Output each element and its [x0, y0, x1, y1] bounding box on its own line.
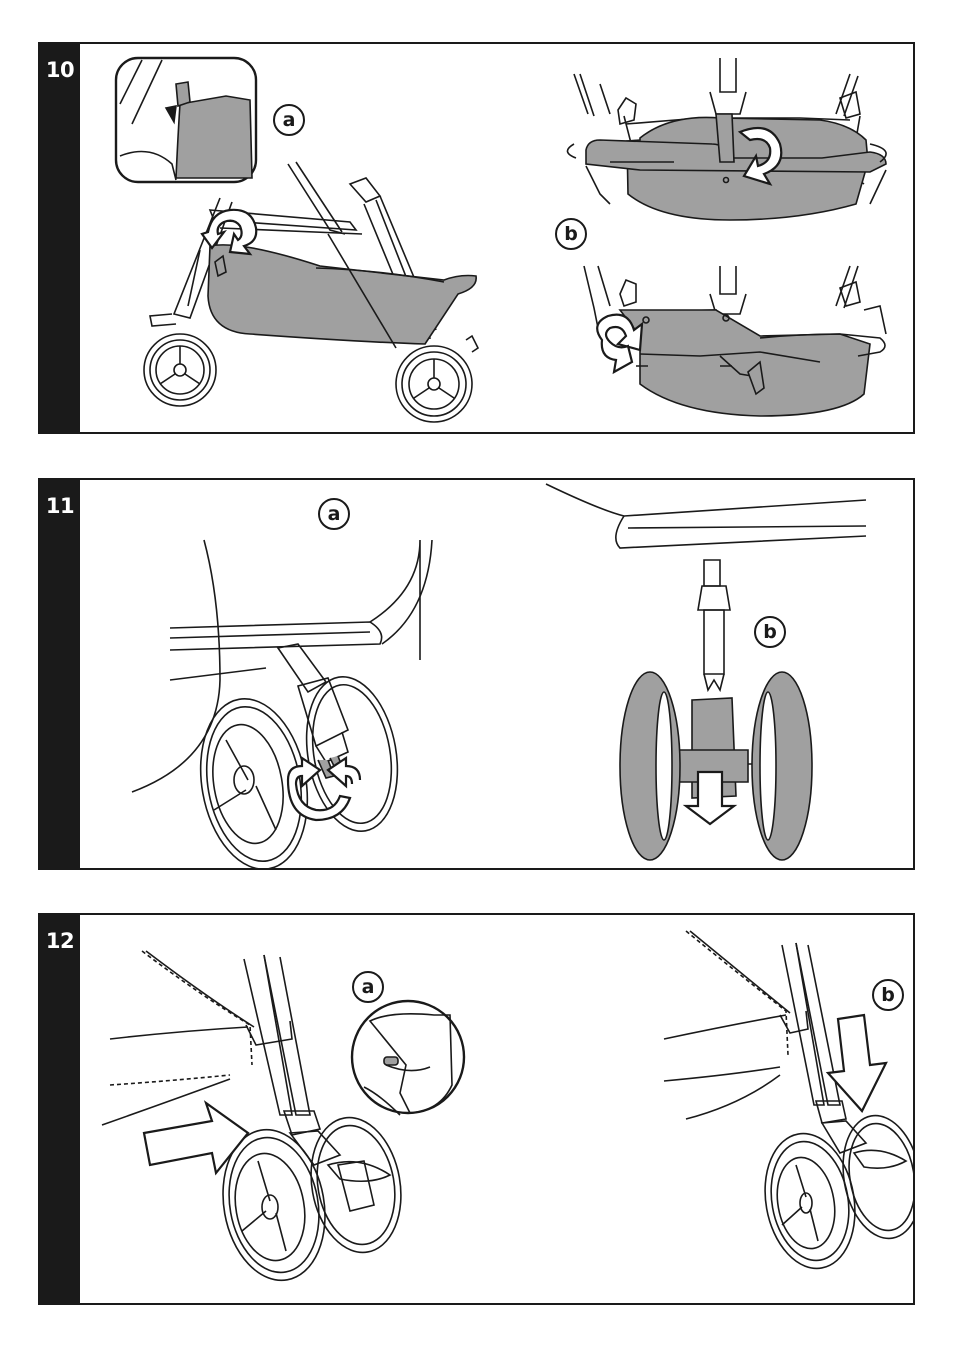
step-12-bar: 12 — [40, 915, 80, 1303]
step-11a-label: a — [328, 503, 341, 525]
step-11b-label: b — [763, 621, 777, 643]
step-10-basket-top — [567, 58, 886, 220]
step-12a-label: a — [362, 976, 375, 998]
step-10-panel: 10 — [38, 42, 915, 434]
step-12b-label: b — [881, 984, 895, 1006]
step-10-number: 10 — [40, 58, 80, 82]
step-11-bar: 11 — [40, 480, 80, 868]
step-11-wheel-assembly-side — [132, 540, 432, 868]
step-10-illustration: a b — [80, 44, 915, 432]
step-12-right-wheel-assembly — [664, 931, 915, 1276]
step-10-stroller-side — [144, 162, 478, 422]
step-10b-label: b — [564, 223, 578, 245]
step-11-number: 11 — [40, 494, 80, 518]
step-12a-right-arrow-icon — [144, 1103, 248, 1173]
step-12-number: 12 — [40, 929, 80, 953]
step-12b-down-arrow-icon — [828, 1015, 886, 1111]
step-12a-inset-detail — [352, 1001, 464, 1115]
step-12-panel: 12 — [38, 913, 915, 1305]
step-10-inset-detail — [116, 58, 256, 182]
step-11-illustration: a b — [80, 480, 915, 868]
step-10-bar: 10 — [40, 44, 80, 432]
step-11-panel: 11 — [38, 478, 915, 870]
step-12-illustration: a b — [80, 915, 915, 1303]
step-10a-label: a — [283, 109, 296, 131]
